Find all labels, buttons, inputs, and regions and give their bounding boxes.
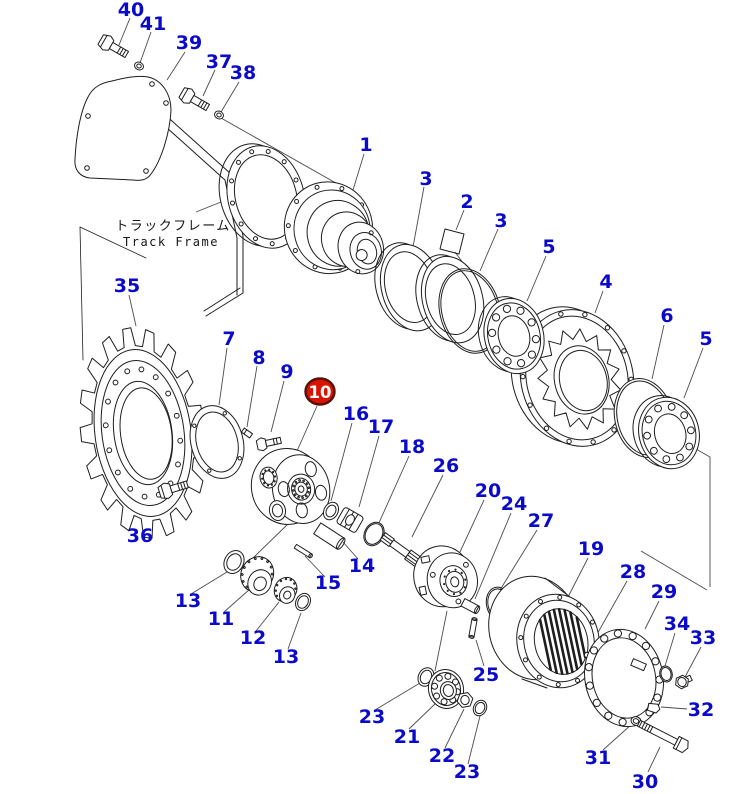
part-15-pin xyxy=(293,543,313,559)
callout-3-b: 3 xyxy=(494,210,507,232)
callout-35: 35 xyxy=(114,275,140,297)
track-frame-label-jp: トラックフレーム xyxy=(115,219,231,234)
leader-lines xyxy=(118,17,711,773)
callout-16: 16 xyxy=(343,403,369,425)
highlight-oval xyxy=(304,377,336,406)
callout-26: 26 xyxy=(433,455,459,477)
callout-23-a: 23 xyxy=(359,706,385,728)
part-40-bolt xyxy=(97,34,129,59)
callout-23-b: 23 xyxy=(454,761,480,783)
part-5-bearing-a xyxy=(477,296,545,375)
callout-41: 41 xyxy=(140,13,166,35)
callout-13-a: 13 xyxy=(175,590,201,612)
part-2-ring xyxy=(415,254,485,344)
part-13-washer-a xyxy=(223,550,245,574)
callout-20: 20 xyxy=(475,480,501,502)
part-20-hub xyxy=(413,545,478,609)
part-21-ball-bearing xyxy=(427,669,465,709)
part-22-nut xyxy=(456,692,474,708)
part-19-ring-gear xyxy=(488,575,600,689)
part-1-travel-motor xyxy=(283,181,385,275)
track-frame-label-en: Track Frame xyxy=(123,235,219,249)
part-7-ring xyxy=(189,405,245,479)
callout-21: 21 xyxy=(394,726,420,748)
callout-24: 24 xyxy=(501,493,527,515)
callout-9: 9 xyxy=(280,361,293,383)
part-34-o-ring xyxy=(659,665,673,683)
part-11-bearing-cone xyxy=(240,556,275,596)
part-36-bolt xyxy=(157,480,189,499)
part-14-shaft-pin xyxy=(313,522,346,550)
part-25-dowel-pin xyxy=(468,617,478,639)
callout-11: 11 xyxy=(208,608,234,630)
callout-27: 27 xyxy=(528,510,554,532)
part-39-cover-plate xyxy=(74,75,172,181)
callout-1: 1 xyxy=(359,134,372,156)
part-17-splined-coupling xyxy=(336,507,364,533)
callout-3-a: 3 xyxy=(419,168,432,190)
part-24-pin xyxy=(460,598,481,615)
callout-38: 38 xyxy=(230,62,256,84)
part-37-bolt xyxy=(178,87,210,112)
callout-2: 2 xyxy=(460,191,473,213)
callout-31: 31 xyxy=(585,747,611,769)
part-33-plug xyxy=(675,674,693,690)
callout-5-b: 5 xyxy=(699,328,712,350)
callout-7: 7 xyxy=(222,328,235,350)
callout-32: 32 xyxy=(688,699,714,721)
part-41-washer xyxy=(134,61,144,71)
part-5-bearing-b xyxy=(632,395,700,470)
callout-labels: 40 41 39 37 38 1 3 2 3 5 4 6 5 35 7 8 9 … xyxy=(114,0,716,793)
part-2-marker-box xyxy=(439,228,465,255)
part-10-planetary-carrier xyxy=(250,448,331,525)
callout-15: 15 xyxy=(315,572,341,594)
callout-18: 18 xyxy=(399,436,425,458)
callout-25: 25 xyxy=(473,664,499,686)
part-32-plug xyxy=(646,702,661,714)
part-23-washer-b xyxy=(472,699,488,717)
part-38-washer xyxy=(214,110,224,120)
callout-22: 22 xyxy=(429,745,455,767)
part-9-bolt xyxy=(255,436,282,452)
callout-28: 28 xyxy=(620,561,646,583)
callout-34: 34 xyxy=(664,613,690,635)
part-16-washer xyxy=(322,501,340,521)
callout-40: 40 xyxy=(118,0,144,21)
callout-5-a: 5 xyxy=(542,236,555,258)
callout-8: 8 xyxy=(252,347,265,369)
part-30-bolt xyxy=(636,719,689,754)
callout-10: 10 xyxy=(309,383,332,402)
part-29-cover xyxy=(584,628,664,728)
callout-4: 4 xyxy=(599,271,612,293)
callout-17: 17 xyxy=(368,416,394,438)
callout-19: 19 xyxy=(578,538,604,560)
part-13-washer-b xyxy=(295,592,311,612)
callout-13-b: 13 xyxy=(273,646,299,668)
callout-37: 37 xyxy=(206,51,232,73)
callout-33: 33 xyxy=(690,627,716,649)
callout-36: 36 xyxy=(127,525,153,547)
part-4-ring-gear-hub xyxy=(510,306,635,447)
part-12-spacer xyxy=(273,576,298,604)
highlighted-callout-10: 10 xyxy=(304,377,336,406)
callout-39: 39 xyxy=(176,32,202,54)
part-8-clip xyxy=(240,427,254,439)
callout-30: 30 xyxy=(632,771,658,793)
callout-14: 14 xyxy=(349,555,375,577)
callout-6: 6 xyxy=(660,305,673,327)
callout-29: 29 xyxy=(651,581,677,603)
callout-12: 12 xyxy=(240,627,266,649)
